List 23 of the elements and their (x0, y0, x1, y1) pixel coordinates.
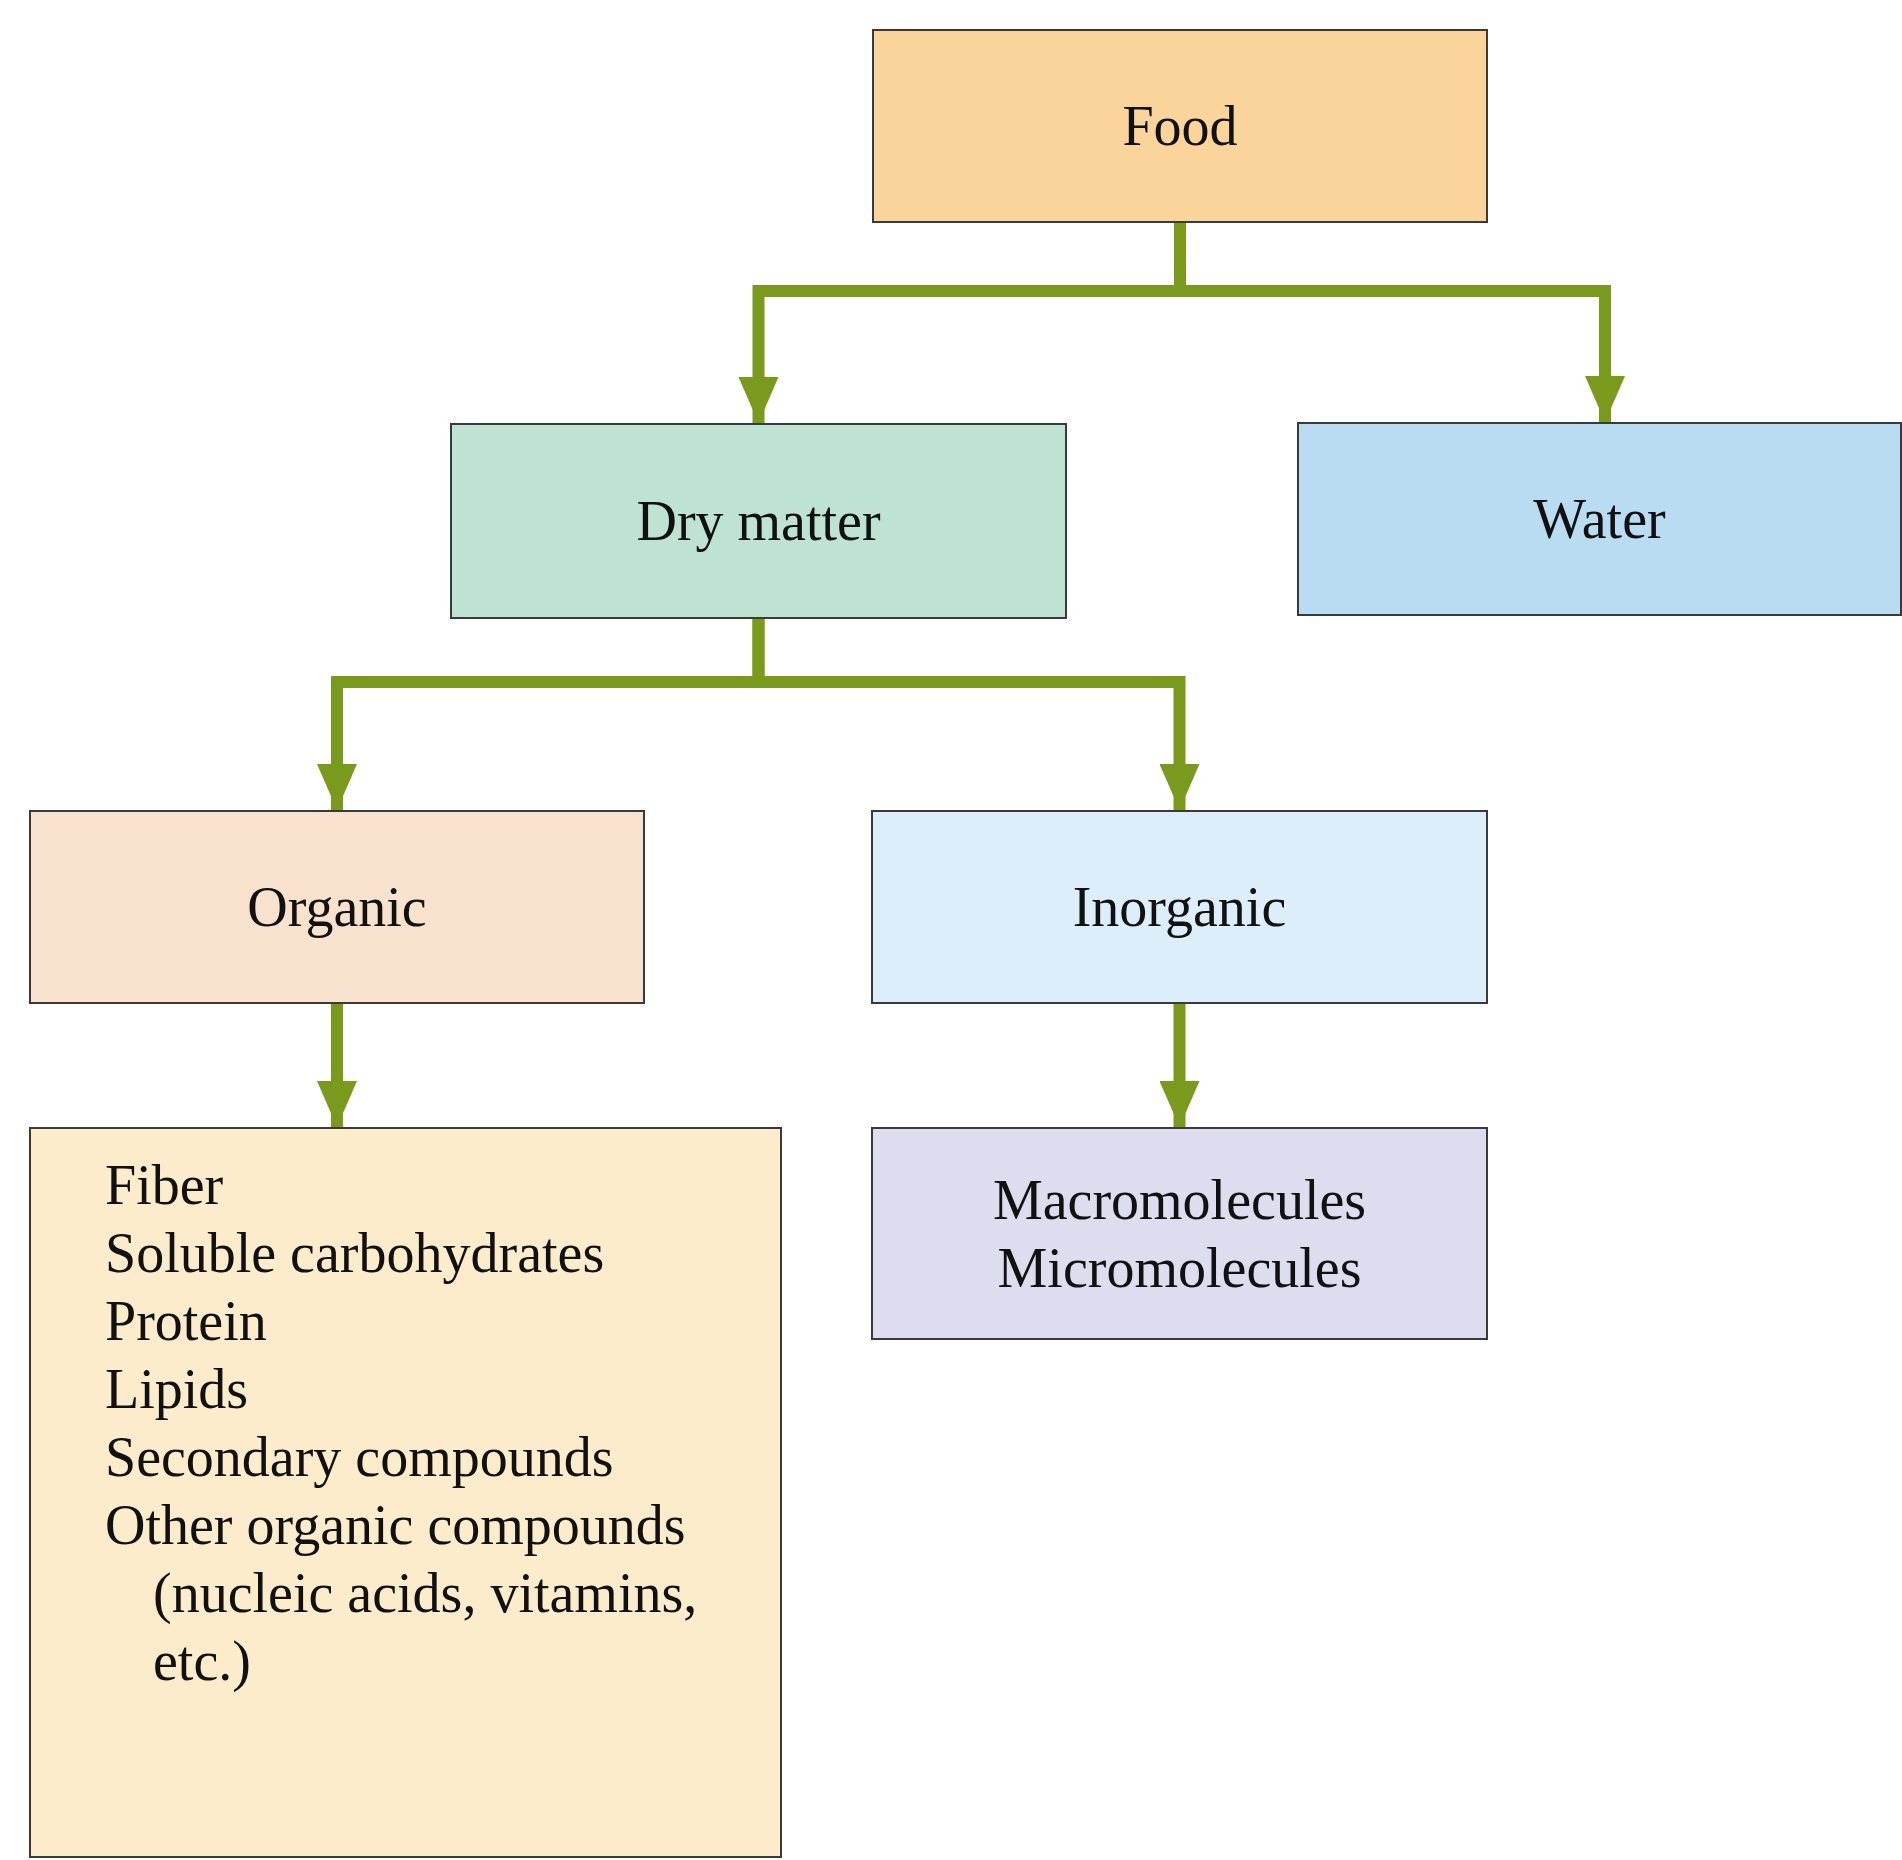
list-item: Macromolecules (992, 1167, 1367, 1233)
node-label: Dry matter (636, 489, 881, 554)
component-list-box (29, 1127, 782, 1858)
component-list-box (871, 1127, 1488, 1340)
list-item: Soluble carbohydrates (105, 1221, 605, 1286)
list-item: Lipids (105, 1357, 249, 1422)
arrow (752, 619, 1200, 810)
list-item: Micromolecules (997, 1235, 1362, 1301)
list-item: Secondary compounds (105, 1425, 614, 1490)
category-box (29, 810, 645, 1004)
category-box (872, 29, 1488, 223)
node-label: Inorganic (1072, 875, 1287, 940)
category-box (871, 810, 1488, 1004)
node-label: Food (1122, 94, 1238, 159)
list-item: Fiber (105, 1153, 224, 1218)
category-box (450, 423, 1067, 619)
node-label: Organic (247, 875, 427, 940)
node-label: Water (1533, 487, 1666, 552)
list-item: Protein (105, 1289, 267, 1354)
arrow (1159, 1004, 1200, 1127)
list-item: Other organic compounds (nucleic acids, vitamins, etc.) (105, 1493, 699, 1694)
arrow (317, 1004, 357, 1127)
category-box (1297, 422, 1902, 616)
